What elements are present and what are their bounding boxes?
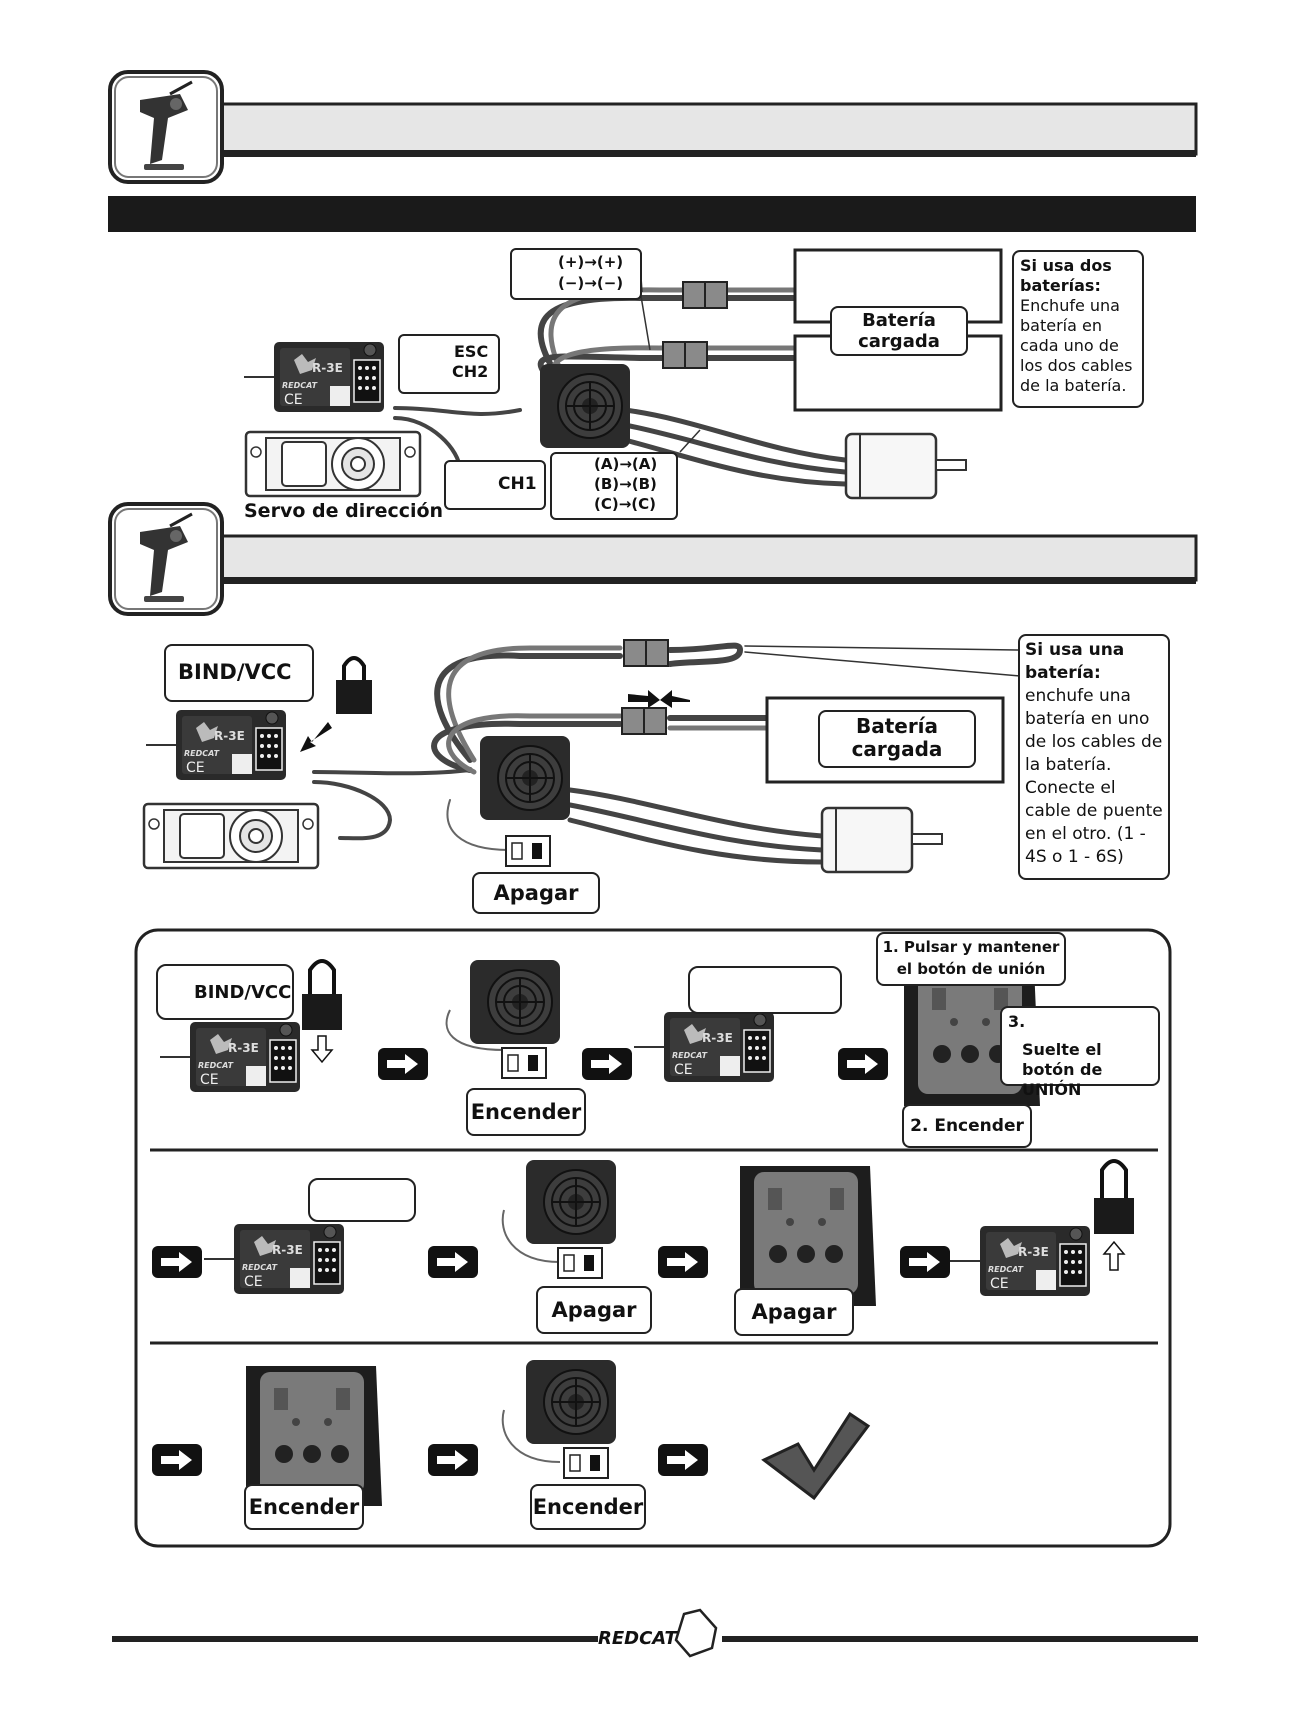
on-tx-label: Encender [248,1495,360,1519]
section2-wiring-diagram [312,642,1021,865]
receiver-bind-plug-graphic [159,959,342,1093]
polarity-warning-callout: (+)→(+) (−)→(−) [510,248,642,300]
bind-step1-callout: 1. Pulsar y mantener el botón de unión [876,932,1066,986]
bind-vcc-label: BIND/VCC [178,660,292,684]
dual-battery-note: Si usa dos baterías: Enchufe una batería… [1012,250,1144,408]
checkmark-icon [761,1411,871,1501]
single-battery-note-text: enchufe una batería en uno de los cables… [1025,686,1163,867]
battery-label-line2: cargada [858,331,940,352]
off-tx-label: Apagar [751,1300,837,1324]
off-esc-callout: Apagar [536,1286,652,1334]
off-label-callout: Apagar [472,872,600,914]
phase-c: (C)→(C) [594,495,657,513]
dual-battery-note-text: Enchufe una batería en cada uno de los d… [1020,296,1133,395]
battery-label-line1: Batería [862,310,936,331]
single-battery-note-title: Si usa una batería: [1025,640,1125,683]
battery-charged-label: Batería cargada [818,710,976,768]
esc-label: ESC [454,342,489,361]
motor-phase-callout: (A)→(A) (B)→(B) (C)→(C) [550,452,678,520]
bind-warning-callout: BIND/VCC [156,964,294,1020]
section1-header [108,70,1198,184]
bind-step2-callout: 2. Encender [902,1104,1032,1148]
esc-ch2-callout: ESC CH2 [398,334,500,394]
on-label-callout: Encender [466,1088,586,1136]
bind-step3-label: Suelte el botón de UNIÓN [1022,1040,1103,1099]
battery-label-line2: cargada [851,737,943,761]
dual-battery-note-title: Si usa dos baterías: [1020,256,1112,295]
footer-brand-logo: REDCAT [598,1628,677,1649]
ch1-callout: CH1 [444,460,546,510]
section-title-bar [108,196,1196,232]
bind-step3-callout: 3. Suelte el botón de UNIÓN [1000,1006,1160,1099]
phase-b: (B)→(B) [594,475,657,493]
battery-charged-label: Batería cargada [830,306,968,356]
footer-rule [112,1608,1198,1658]
battery-label-line1: Batería [855,714,939,738]
bind-vcc-callout: BIND/VCC [164,644,314,702]
ch2-label: CH2 [452,362,489,381]
ch1-label: CH1 [498,474,537,494]
bind-warning-label: BIND/VCC [194,982,292,1003]
bind-step2-label: 2. Encender [910,1116,1024,1136]
phase-a: (A)→(A) [594,455,658,473]
receiver-unplug-graphic [949,1159,1134,1297]
polarity-positive: (+)→(+) [558,253,624,271]
on-tx-callout: Encender [244,1484,364,1530]
led-flash-callout [688,966,842,1014]
on-label: Encender [470,1100,582,1124]
bind-step1-label: 1. Pulsar y mantener el botón de unión [882,938,1060,978]
off-tx-callout: Apagar [734,1288,854,1336]
off-label: Apagar [493,881,579,905]
on-esc-callout: Encender [530,1484,646,1530]
steering-servo-label: Servo de dirección [244,500,444,522]
single-battery-note: Si usa una batería: enchufe una batería … [1018,634,1170,880]
led-solid-callout [308,1178,416,1222]
bind-step3-number: 3. [1008,1012,1026,1031]
off-esc-label: Apagar [551,1298,637,1322]
section2-header [108,502,1198,616]
polarity-negative: (−)→(−) [558,274,624,292]
on-esc-label: Encender [532,1495,644,1519]
bind-plug-graphic [300,656,372,752]
